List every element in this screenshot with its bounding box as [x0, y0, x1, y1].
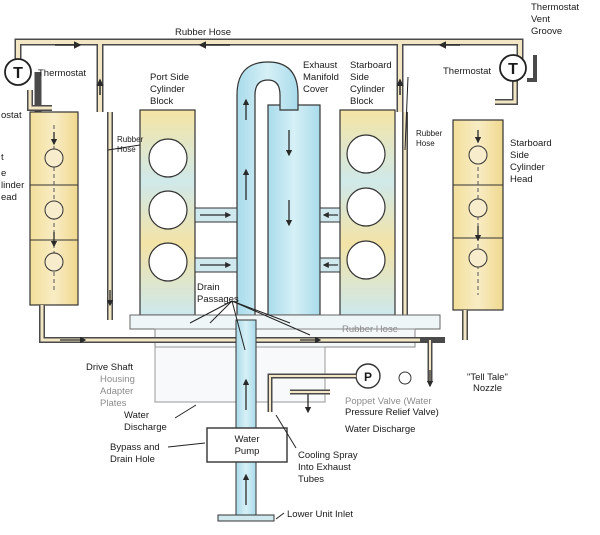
rubber-hose-left-2: Hose: [117, 145, 136, 154]
starboard-head-label-4: Head: [510, 174, 533, 185]
rubber-hose-left-1: Rubber: [117, 135, 144, 144]
left-head-label-3: e: [1, 168, 6, 179]
left-head-label-2: t: [1, 152, 4, 163]
water-discharge-right: Water Discharge: [345, 424, 415, 435]
drive-shaft-label-2: Housing: [100, 374, 135, 385]
port-block-label-1: Port Side: [150, 72, 189, 83]
left-head-label-1: ostat: [1, 110, 22, 121]
drive-shaft-label-1: Drive Shaft: [86, 362, 133, 373]
cooling-spray-2: Into Exhaust: [298, 462, 351, 473]
starboard-head-label-2: Side: [510, 150, 529, 161]
thermostat-right-label: Thermostat: [443, 66, 491, 77]
poppet-valve-label-2: Pressure Relief Valve): [345, 407, 439, 418]
water-discharge-left-1: Water: [124, 410, 149, 421]
poppet-glyph-group: P: [364, 370, 372, 384]
poppet-glyph: P: [364, 370, 372, 384]
drain-passages-1: Drain: [197, 282, 220, 293]
drive-shaft-label-3: Adapter: [100, 386, 133, 397]
water-pump-label-1: Water: [235, 434, 260, 445]
cold-water-column: [217, 319, 275, 522]
thermostat-left: T: [4, 58, 32, 86]
rubber-hose-right-2: Hose: [416, 139, 435, 148]
starboard-block-label-2: Side: [350, 72, 369, 83]
exhaust-label-1: Exhaust: [303, 60, 338, 71]
poppet-valve: [267, 340, 434, 414]
bypass-drain-1: Bypass and: [110, 442, 160, 453]
rubber-hose-right-1: Rubber: [416, 129, 443, 138]
vent-label-2: Vent: [531, 14, 550, 25]
lower-unit-inlet: Lower Unit Inlet: [287, 509, 353, 520]
poppet-valve-label-1: Poppet Valve (Water: [345, 396, 432, 407]
port-block-label-2: Cylinder: [150, 84, 185, 95]
starboard-block-label-1: Starboard: [350, 60, 392, 71]
drive-shaft-label-4: Plates: [100, 398, 127, 409]
tell-tale-label-2: Nozzle: [473, 383, 502, 394]
vent-label-3: Groove: [531, 26, 562, 37]
exhaust-label-2: Manifold: [303, 72, 339, 83]
port-cylinder-block: [106, 109, 196, 320]
drain-passages-2: Passages: [197, 294, 239, 305]
water-discharge-left-2: Discharge: [124, 422, 167, 433]
leader-lines: [107, 76, 409, 520]
rubber-hose-top: [14, 38, 537, 120]
vent-label-1: Thermostat: [531, 2, 579, 13]
left-head-label-4: linder: [1, 180, 24, 191]
cooling-spray-1: Cooling Spray: [298, 450, 358, 461]
exhaust-label-3: Cover: [303, 84, 328, 95]
exhaust-manifold-cover: [194, 61, 341, 321]
rubber-hose-top-label: Rubber Hose: [175, 27, 231, 38]
water-pump: [206, 427, 288, 463]
starboard-head-label-1: Starboard: [510, 138, 552, 149]
left-head-label-5: ead: [1, 192, 17, 203]
thermostat-right-glyph: T: [508, 61, 518, 78]
starboard-cylinder-head: [452, 119, 504, 311]
rubber-hose-bottom-label: Rubber Hose: [342, 324, 398, 335]
thermostat-left-label: Thermostat: [38, 68, 86, 79]
starboard-head-label-3: Cylinder: [510, 162, 545, 173]
tell-tale-label-1: "Tell Tale": [467, 372, 508, 383]
water-pump-label-2: Pump: [235, 446, 260, 457]
starboard-cylinder-block: [339, 109, 408, 320]
cooling-spray-3: Tubes: [298, 474, 324, 485]
bypass-drain-2: Drain Hole: [110, 454, 155, 465]
port-cylinder-head: [29, 111, 79, 306]
starboard-block-label-3: Cylinder: [350, 84, 385, 95]
thermostat-left-glyph: T: [13, 65, 23, 82]
starboard-block-label-4: Block: [350, 96, 373, 107]
thermostat-right: T: [499, 54, 527, 82]
port-block-label-3: Block: [150, 96, 173, 107]
